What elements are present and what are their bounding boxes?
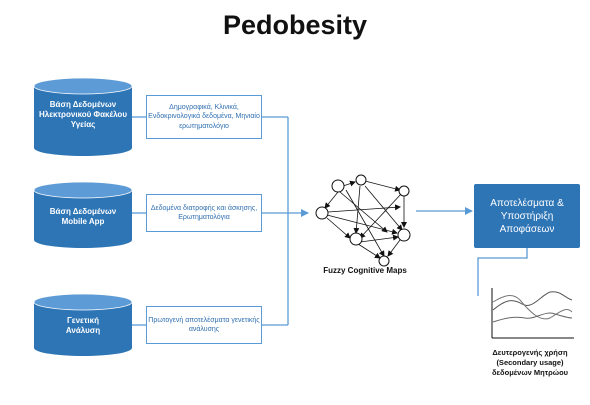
source-label-2: Βάση Δεδομένων Mobile App [49, 207, 117, 226]
database-cylinder-1 [33, 77, 133, 156]
secondary-usage-chart [491, 288, 574, 339]
fcm-nodes [315, 174, 411, 267]
fcm-label: Fuzzy Cognitive Maps [323, 266, 407, 275]
secondary-usage-label: Δευτερογενής χρήση (Secondary usage) δεδ… [491, 348, 569, 377]
source-description-3: Πρωτογενή αποτελέσματα γενετικής ανάλυση… [146, 306, 262, 344]
source-label-3: Γενετική Ανάλυση [65, 316, 101, 335]
source-description-2: Δεδομένα διατροφής και άσκησης, Ερωτηματ… [146, 194, 262, 232]
diagram-title: Pedobesity [222, 10, 368, 40]
source-label-1: Βάση Δεδομένων Ηλεκτρονικού Φακέλου Υγεί… [39, 100, 127, 129]
database-cylinder-3 [33, 293, 133, 356]
fcm-network [324, 180, 407, 259]
results-to-chart-connector [477, 248, 528, 296]
results-box: Αποτελέσματα & Υποστήριξη Αποφάσεων [474, 184, 580, 248]
database-cylinder-2 [33, 181, 133, 248]
source-description-1: Δημογραφικά, Κλινικά, Ενδοκρινολογικά δε… [146, 95, 262, 139]
